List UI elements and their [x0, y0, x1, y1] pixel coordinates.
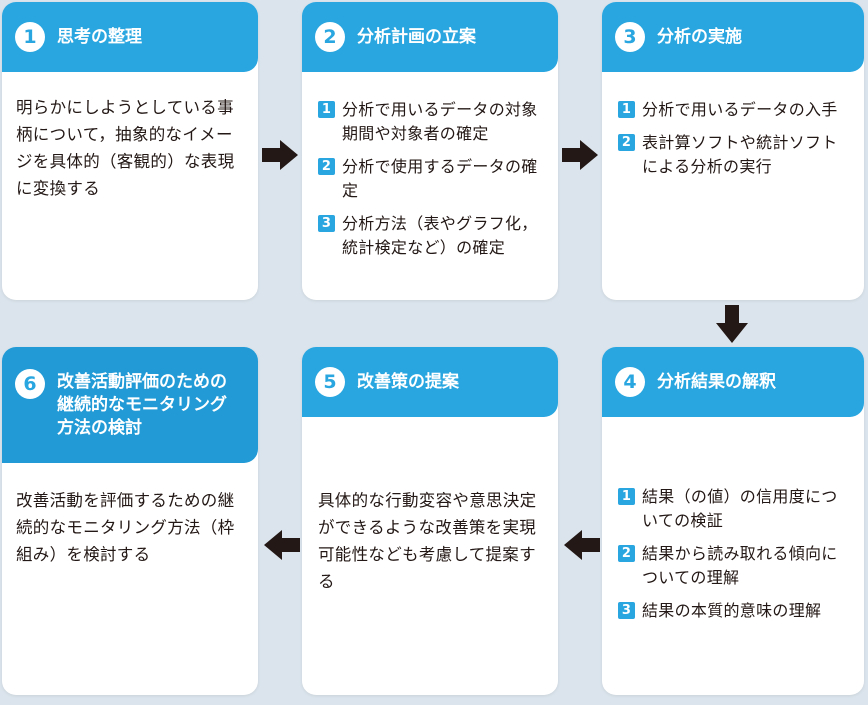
step-1-card: 1 思考の整理 明らかにしようとしている事柄について，抽象的なイメージを具体的（… [2, 2, 258, 300]
step-6-title: 改善活動評価のための継続的なモニタリング方法の検討 [57, 371, 227, 438]
step-4-list: 1 結果（の値）の信用度についての検証 2 結果から読み取れる傾向についての理解 3… [618, 485, 850, 632]
step-4-header: 4 分析結果の解釈 [602, 347, 864, 417]
step-3-header: 3 分析の実施 [602, 2, 864, 72]
step-2-number: 2 [315, 22, 345, 52]
step-5-header: 5 改善策の提案 [302, 347, 558, 417]
step-3-number: 3 [615, 22, 645, 52]
list-item-text: 結果の本質的意味の理解 [642, 601, 822, 620]
step-6-number: 6 [15, 369, 45, 399]
step-1-description: 明らかにしようとしている事柄について，抽象的なイメージを具体的（客観的）な表現に… [16, 98, 235, 198]
step-2-header: 2 分析計画の立案 [302, 2, 558, 72]
list-item-text: 結果（の値）の信用度についての検証 [642, 487, 838, 530]
step-5-number: 5 [315, 367, 345, 397]
arrow-left-icon [564, 530, 600, 560]
list-item: 2 分析で使用するデータの確定 [318, 155, 546, 203]
step-badge: 2 [318, 158, 335, 175]
step-5-description: 具体的な行動変容や意思決定ができるような改善策を実現可能性なども考慮して提案する [318, 491, 537, 591]
step-badge: 3 [318, 215, 335, 232]
list-item-text: 結果から読み取れる傾向についての理解 [642, 544, 838, 587]
step-3-list: 1 分析で用いるデータの入手 2 表計算ソフトや統計ソフトによる分析の実行 [618, 98, 850, 188]
step-6-header: 6 改善活動評価のための継続的なモニタリング方法の検討 [2, 347, 258, 463]
list-item: 1 分析で用いるデータの対象期間や対象者の確定 [318, 98, 546, 146]
list-item-text: 表計算ソフトや統計ソフトによる分析の実行 [642, 133, 838, 176]
step-2-title: 分析計画の立案 [357, 27, 476, 47]
list-item-text: 分析で用いるデータの対象期間や対象者の確定 [342, 100, 538, 143]
step-badge: 1 [318, 101, 335, 118]
step-4-number: 4 [615, 367, 645, 397]
list-item: 3 結果の本質的意味の理解 [618, 599, 850, 623]
step-4-card: 4 分析結果の解釈 1 結果（の値）の信用度についての検証 2 結果から読み取れる傾… [602, 347, 864, 695]
arrow-left-icon [264, 530, 300, 560]
step-badge: 1 [618, 488, 635, 505]
step-5-card: 5 改善策の提案 具体的な行動変容や意思決定ができるような改善策を実現可能性など… [302, 347, 558, 695]
step-2-card: 2 分析計画の立案 1 分析で用いるデータの対象期間や対象者の確定 2 分析で使用す… [302, 2, 558, 300]
list-item-text: 分析方法（表やグラフ化，統計検定など）の確定 [342, 214, 538, 257]
list-item: 1 結果（の値）の信用度についての検証 [618, 485, 850, 533]
step-6-card: 6 改善活動評価のための継続的なモニタリング方法の検討 改善活動を評価するための… [2, 347, 258, 695]
arrow-right-icon [262, 140, 298, 170]
step-4-title: 分析結果の解釈 [657, 372, 776, 392]
list-item: 2 結果から読み取れる傾向についての理解 [618, 542, 850, 590]
step-1-number: 1 [15, 22, 45, 52]
step-badge: 1 [618, 101, 635, 118]
step-5-title: 改善策の提案 [357, 372, 459, 392]
step-badge: 3 [618, 602, 635, 619]
step-1-title: 思考の整理 [57, 27, 142, 47]
arrow-down-icon [716, 305, 748, 343]
step-3-card: 3 分析の実施 1 分析で用いるデータの入手 2 表計算ソフトや統計ソフトによる分析… [602, 2, 864, 300]
step-1-header: 1 思考の整理 [2, 2, 258, 72]
step-3-title: 分析の実施 [657, 27, 742, 47]
list-item: 1 分析で用いるデータの入手 [618, 98, 850, 122]
list-item: 2 表計算ソフトや統計ソフトによる分析の実行 [618, 131, 850, 179]
list-item: 3 分析方法（表やグラフ化，統計検定など）の確定 [318, 212, 546, 260]
list-item-text: 分析で使用するデータの確定 [342, 157, 538, 200]
step-badge: 2 [618, 134, 635, 151]
step-6-description: 改善活動を評価するための継続的なモニタリング方法（枠組み）を検討する [16, 491, 235, 564]
step-badge: 2 [618, 545, 635, 562]
list-item-text: 分析で用いるデータの入手 [642, 100, 838, 119]
arrow-right-icon [562, 140, 598, 170]
